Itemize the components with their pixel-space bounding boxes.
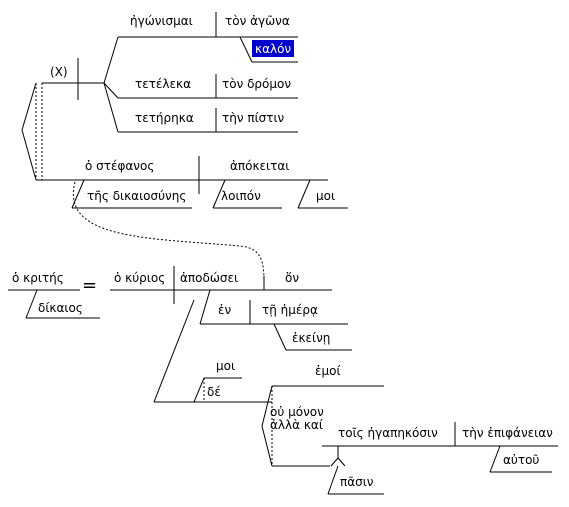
word-en: ἐν <box>218 303 231 317</box>
word-te-hemera: τῇ ἡμέρᾳ <box>262 303 318 317</box>
word-tois-egapekosin: τοῖς ἠγαπηκόσιν <box>338 426 438 440</box>
equals-sign: = <box>82 275 97 296</box>
word-x-subject: (X) <box>50 65 68 79</box>
stub-moi-2 <box>193 377 205 403</box>
word-egonismai: ἠγώνισμαι <box>130 14 193 28</box>
verb-group-upper: ἠγώνισμαι τὸν ἀγῶνα καλόν (X) τετέλεκα τ… <box>41 12 298 180</box>
word-autou: αὐτοῦ <box>503 453 539 467</box>
word-teterika: τετήρηκα <box>135 111 194 125</box>
dotted-curve-relative <box>72 181 265 284</box>
slant-kalon <box>239 36 253 63</box>
pedestal-right <box>337 457 346 467</box>
fan-mid <box>103 82 119 99</box>
slant-dikaios <box>25 289 38 319</box>
slant-moi-1 <box>297 179 311 209</box>
word-teteleka: τετέλεκα <box>135 77 191 91</box>
fork-correlative <box>261 385 273 467</box>
word-ho-stephanos: ὁ στέφανος <box>85 159 154 173</box>
kalon-highlight <box>252 40 294 57</box>
word-tes-dikaiosynes: τῆς δικαιοσύνης <box>87 189 186 203</box>
word-moi-2: μοι <box>216 359 235 373</box>
word-ho-kyrios: ὁ κύριος <box>114 271 165 285</box>
slant-en <box>199 289 211 325</box>
pedestal-left <box>330 457 339 467</box>
clause-fork <box>21 82 37 181</box>
slant-indirect-object <box>153 299 195 403</box>
word-apokeitai: ἀπόκειται <box>230 159 289 173</box>
word-pasin: πᾶσιν <box>340 475 374 489</box>
fan-upper <box>103 36 119 84</box>
word-dikaios: δίκαιος <box>38 301 83 315</box>
word-ho-krites: ὁ κριτής <box>12 271 64 285</box>
clause-kyrios: ὁ κύριος ἀποδώσει ὅν ἐν τῇ ἡμέρᾳ ἐκείνῃ <box>110 266 352 351</box>
word-ou-monon: οὐ μόνον <box>270 405 324 419</box>
word-ekeine: ἐκείνῃ <box>292 331 330 345</box>
word-ten-epiphaneian: τὴν ἐπιφάνειαν <box>462 426 553 440</box>
slant-tes-dikaiosynes <box>71 179 85 209</box>
correlative-group: ἐμοί οὐ μόνον ἀλλὰ καί <box>261 364 384 467</box>
word-loipon: λοιπόν <box>221 189 261 203</box>
word-alla-kai: ἀλλὰ καί <box>270 418 323 432</box>
word-moi-1: μοι <box>316 189 335 203</box>
word-de: δέ <box>207 385 221 399</box>
slant-pasin <box>327 465 339 495</box>
word-hon: ὅν <box>285 271 299 285</box>
word-ten-pistin: τὴν πίστιν <box>222 111 285 125</box>
word-apodosei: ἀποδώσει <box>180 271 238 285</box>
word-ton-agona: τὸν ἀγῶνα <box>225 14 290 28</box>
slant-autou <box>489 445 501 473</box>
appositive-krites: ὁ κριτής δίκαιος = <box>8 271 100 319</box>
slant-loipon <box>212 179 226 209</box>
word-kalon: καλόν <box>255 42 291 56</box>
indirect-object-group: μοι δέ <box>153 299 272 403</box>
participle-group: τοῖς ἠγαπηκόσιν τὴν ἐπιφάνειαν αὐτοῦ πᾶσ… <box>322 422 558 495</box>
clause-stephanos: ὁ στέφανος ἀπόκειται τῆς δικαιοσύνης λοι… <box>36 156 348 209</box>
fork-left <box>21 82 37 181</box>
slant-ekeine <box>273 323 287 351</box>
fan-lower <box>103 82 119 133</box>
word-emoi: ἐμοί <box>315 364 341 378</box>
word-ton-dromon: τὸν δρόμον <box>222 77 291 91</box>
